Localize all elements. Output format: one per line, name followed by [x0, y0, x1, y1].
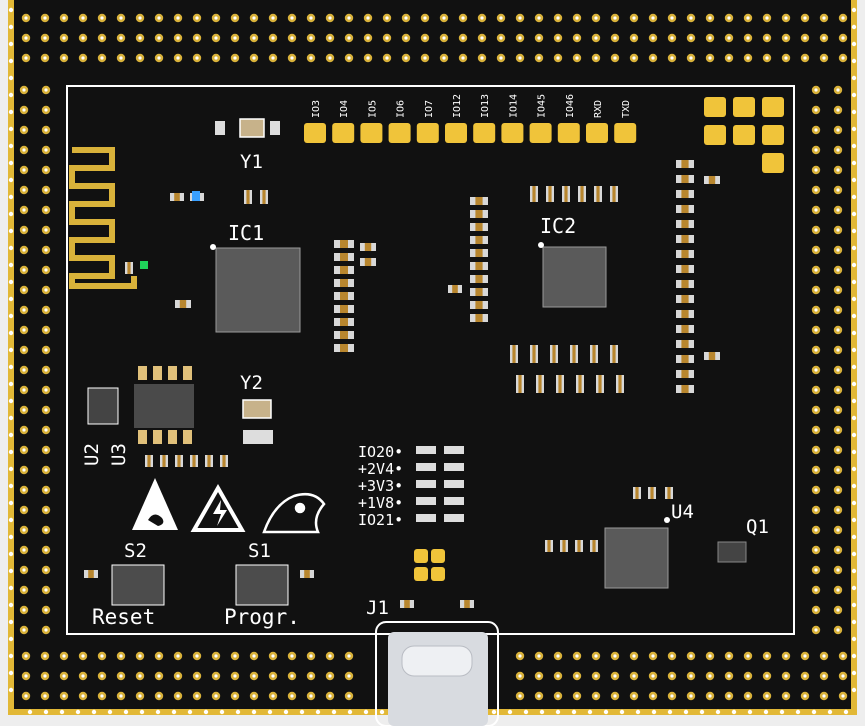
- header-pad-io7: [416, 123, 439, 143]
- passive-components: [84, 160, 720, 608]
- q1-transistor: [717, 541, 747, 563]
- header-pad-io46: [557, 123, 580, 143]
- power-label: +3V3•: [358, 477, 403, 495]
- pcb-antenna: [69, 147, 137, 289]
- u2-u3-chips: [87, 366, 194, 444]
- owl-logo-icon: [262, 493, 326, 534]
- label-j1: J1: [366, 597, 389, 619]
- power-label-group: IO20•+2V4•+3V3•+1V8•IO21•: [358, 443, 464, 529]
- esd-warning-icon: [132, 478, 178, 530]
- pad-cluster-top-right: [704, 97, 784, 173]
- u4-chip: [604, 517, 670, 589]
- label-program: Progr.: [224, 605, 300, 629]
- power-label: IO21•: [358, 511, 403, 529]
- ic2-chip: [538, 242, 607, 308]
- label-q1: Q1: [746, 516, 769, 538]
- gpio-header: IO3 IO4 IO5 IO6 IO7 IO12 IO13 IO14 IO45 IO46 RXD TX…: [304, 94, 637, 143]
- header-pin-label: IO7: [424, 100, 435, 118]
- header-pin-label: IO45: [537, 94, 548, 118]
- header-pad-io6: [388, 123, 411, 143]
- header-pin-label: IO3: [311, 100, 322, 118]
- label-u2: U2: [81, 443, 103, 466]
- label-ic1: IC1: [228, 221, 264, 245]
- high-voltage-warning-icon: [190, 483, 246, 532]
- label-u3: U3: [108, 443, 130, 466]
- label-y2: Y2: [240, 372, 263, 394]
- header-pin-label: IO4: [339, 100, 350, 118]
- header-pin-label: TXD: [621, 100, 632, 118]
- header-pin-label: RXD: [593, 100, 604, 118]
- perimeter-pad-rows: [19, 13, 848, 701]
- header-pad-io14: [501, 123, 524, 143]
- ic1-chip: [210, 244, 301, 333]
- header-pin-label: IO6: [396, 100, 407, 118]
- label-reset: Reset: [92, 605, 155, 629]
- header-pin-label: IO46: [565, 94, 576, 118]
- label-y1: Y1: [240, 151, 263, 173]
- power-label: IO20•: [358, 443, 403, 461]
- label-ic2: IC2: [540, 214, 576, 238]
- header-pad-io12: [445, 123, 467, 143]
- power-label: +2V4•: [358, 460, 403, 478]
- reset-button[interactable]: [111, 564, 165, 606]
- label-u4: U4: [671, 501, 694, 523]
- crystal-y2: [242, 399, 273, 444]
- header-pad-io5: [360, 123, 383, 143]
- crystal-y1: [215, 118, 280, 138]
- label-s2: S2: [124, 540, 147, 562]
- header-pad-txd: [614, 123, 637, 143]
- castellated-holes: [8, 7, 857, 715]
- header-pin-label: IO13: [480, 94, 491, 118]
- header-pin-label: IO5: [367, 100, 378, 118]
- header-pin-label: IO14: [508, 94, 519, 118]
- program-button[interactable]: [235, 564, 289, 606]
- header-pad-io13: [473, 123, 496, 143]
- label-s1: S1: [248, 540, 271, 562]
- header-pad-io3: [304, 123, 326, 143]
- power-label: +1V8•: [358, 494, 403, 512]
- usb-c-connector: [375, 621, 499, 726]
- header-pad-rxd: [586, 123, 608, 143]
- header-pad-io45: [529, 123, 552, 143]
- header-pad-io4: [332, 123, 355, 143]
- header-pin-label: IO12: [452, 94, 463, 118]
